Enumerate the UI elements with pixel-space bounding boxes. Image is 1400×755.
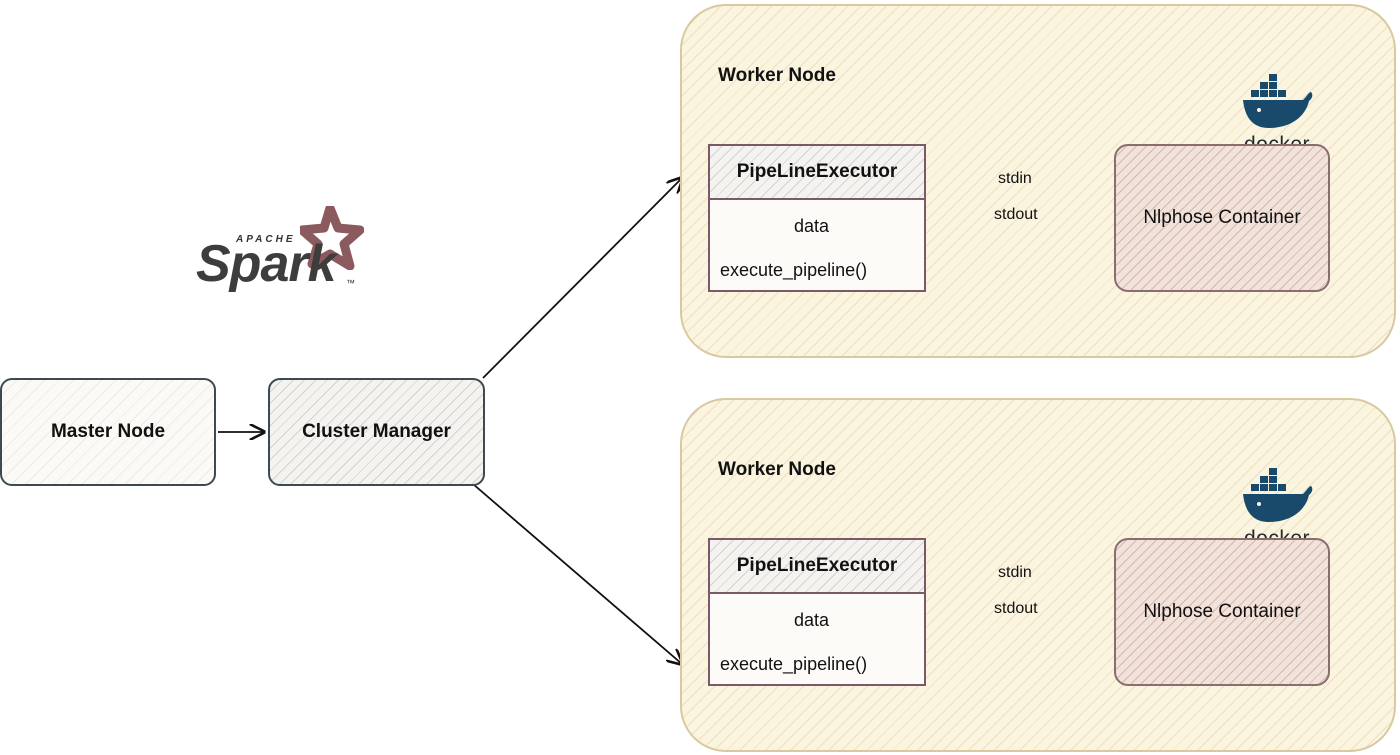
worker-node-title: Worker Node [718,459,836,480]
executor-header: PipeLineExecutor [710,540,924,594]
spark-apache-text: APACHE [236,234,296,245]
stdin-label: stdin [998,170,1032,187]
pipeline-executor[interactable]: PipeLineExecutor data execute_pipeline() [708,538,926,686]
nlphose-container[interactable]: Nlphose Container [1114,144,1330,292]
spark-logo: APACHE Spark ™ [196,206,366,296]
executor-method: execute_pipeline() [720,260,868,280]
worker-node-1[interactable]: Worker Node docker PipeLineExecutor data… [680,4,1396,358]
nlphose-container[interactable]: Nlphose Container [1114,538,1330,686]
executor-field: data [794,610,830,630]
spark-tm: ™ [346,278,355,288]
edge-cluster-to-worker-2 [472,483,682,664]
container-label: Nlphose Container [1143,601,1301,622]
executor-method: execute_pipeline() [720,654,868,674]
executor-field: data [794,216,830,236]
stdin-label: stdin [998,564,1032,581]
worker-node-title: Worker Node [718,65,836,86]
stdout-label: stdout [994,206,1038,223]
cluster-manager[interactable]: Cluster Manager [268,378,485,486]
master-node-label: Master Node [50,421,166,442]
spark-star-icon [300,206,364,270]
master-node[interactable]: Master Node [0,378,216,486]
worker-node-2[interactable]: Worker Node docker PipeLineExecutor data… [680,398,1396,752]
docker-whale-icon [1243,74,1313,128]
cluster-manager-label: Cluster Manager [302,421,451,442]
container-label: Nlphose Container [1143,207,1301,228]
stdout-label: stdout [994,600,1038,617]
executor-header: PipeLineExecutor [710,146,924,200]
docker-whale-icon [1243,468,1313,522]
pipeline-executor[interactable]: PipeLineExecutor data execute_pipeline() [708,144,926,292]
edge-cluster-to-worker-1 [482,178,682,379]
spark-wordmark: Spark [196,235,337,293]
